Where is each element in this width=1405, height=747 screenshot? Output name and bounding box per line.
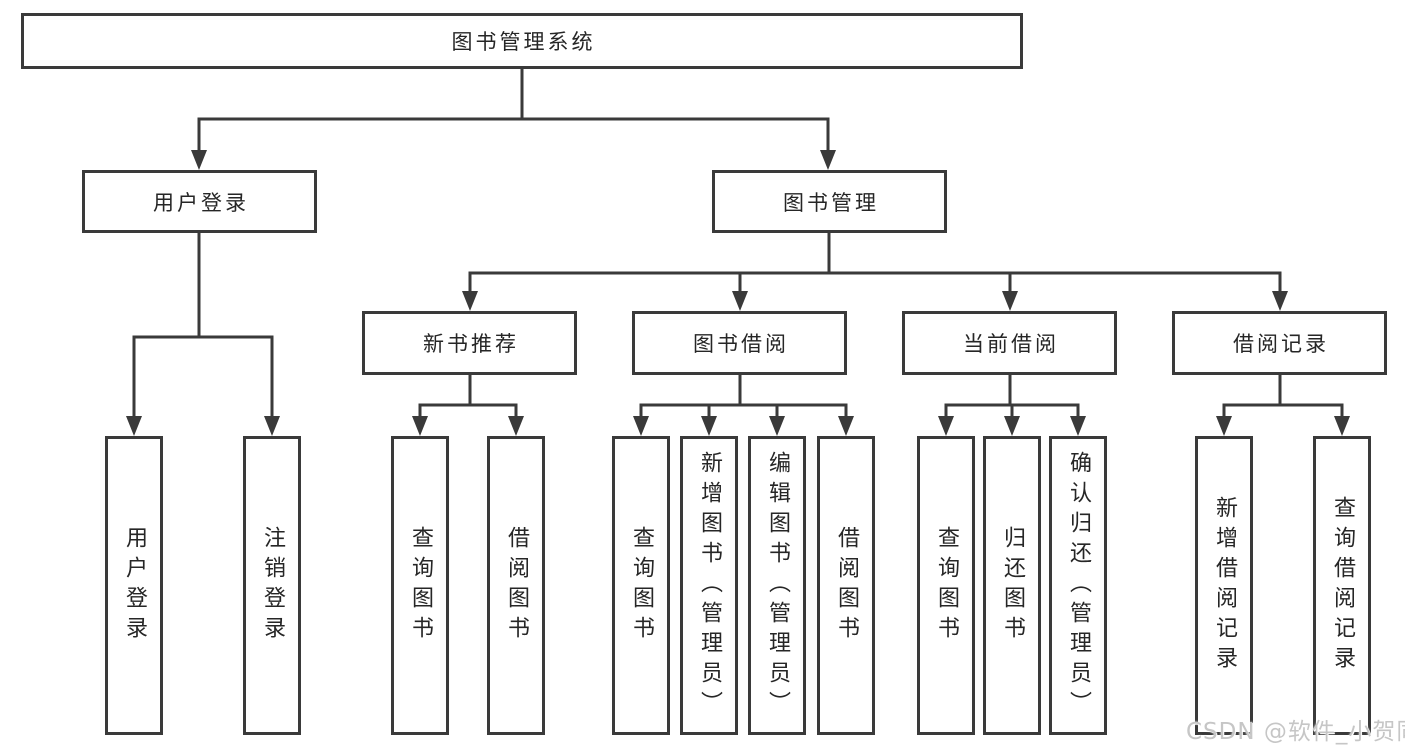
node-book-management: 图书管理 — [712, 170, 947, 233]
node-new-book-recommend: 新书推荐 — [362, 311, 577, 375]
leaf-edit-books-admin: 编辑图书（管理员） — [748, 436, 806, 735]
leaf-logout: 注销登录 — [243, 436, 301, 735]
leaf-borrow-books: 借阅图书 — [817, 436, 875, 735]
leaf-add-books-admin: 新增图书（管理员） — [680, 436, 738, 735]
leaf-query-borrow-record: 查询借阅记录 — [1313, 436, 1371, 735]
leaf-query-books-recommend: 查询图书 — [391, 436, 449, 735]
leaf-return-books: 归还图书 — [983, 436, 1041, 735]
leaf-confirm-return-admin: 确认归还（管理员） — [1049, 436, 1107, 735]
node-book-borrowing: 图书借阅 — [632, 311, 847, 375]
leaf-query-books-current: 查询图书 — [917, 436, 975, 735]
csdn-watermark: CSDN @软件_小贺同学 — [1186, 719, 1405, 745]
node-library-management-system: 图书管理系统 — [21, 13, 1023, 69]
leaf-user-login: 用户登录 — [105, 436, 163, 735]
node-user-login: 用户登录 — [82, 170, 317, 233]
node-borrowing-records: 借阅记录 — [1172, 311, 1387, 375]
leaf-add-borrow-record: 新增借阅记录 — [1195, 436, 1253, 735]
leaf-query-books-borrow: 查询图书 — [612, 436, 670, 735]
node-current-borrowing: 当前借阅 — [902, 311, 1117, 375]
leaf-borrow-books-recommend: 借阅图书 — [487, 436, 545, 735]
